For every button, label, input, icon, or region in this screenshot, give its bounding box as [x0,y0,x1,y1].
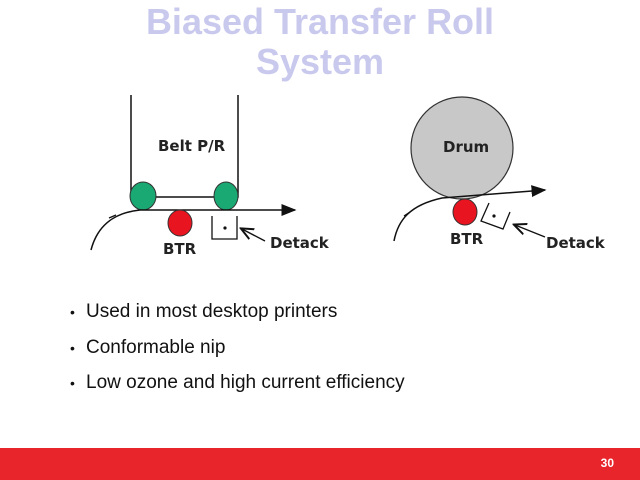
bullet-text: Conformable nip [86,336,226,358]
page-number: 30 [600,456,614,470]
detack-label: Detack [270,234,330,252]
detack-pointer [242,229,266,242]
bullet-list: • Used in most desktop printers • Conforma… [70,297,405,404]
right-green-roller [213,181,239,211]
btr-roller [452,198,478,226]
bullet-text: Used in most desktop printers [86,301,338,322]
paper-path-tick [403,211,411,217]
bullet-dot: • [70,339,75,356]
detack-box [211,216,238,240]
belt-loop [130,95,239,198]
detack-label: Detack [546,234,606,252]
bullet-text: Low ozone and high current efficiency [86,372,405,393]
title-line-1: Biased Transfer Roll [145,1,495,42]
paper-path [393,185,547,242]
footer-bar: 30 [0,448,640,480]
btr-roller [167,209,193,237]
detack-dot [492,214,496,218]
bullet-item: • Low ozone and high current efficiency [70,368,405,404]
title-line-2: System [255,41,385,82]
bullet-item: • Used in most desktop printers [70,297,405,333]
paper-path-tick [108,214,117,219]
bullet-dot: • [70,304,75,320]
drum-system-diagram: Drum BTR Detack [393,96,606,252]
detack-box [480,202,511,230]
drum-label: Drum [443,138,489,156]
bullet-item: • Conformable nip [70,333,405,369]
belt-system-diagram: Belt P/R BTR Detack [90,95,330,258]
btr-label: BTR [163,240,197,258]
btr-label: BTR [450,230,484,248]
detack-dot [223,226,227,230]
detack-pointer [515,225,546,238]
belt-label: Belt P/R [158,137,226,155]
paper-path [90,204,297,251]
left-green-roller [129,181,157,211]
slide-title: Biased Transfer Roll System [0,2,640,82]
bullet-dot: • [70,375,75,391]
